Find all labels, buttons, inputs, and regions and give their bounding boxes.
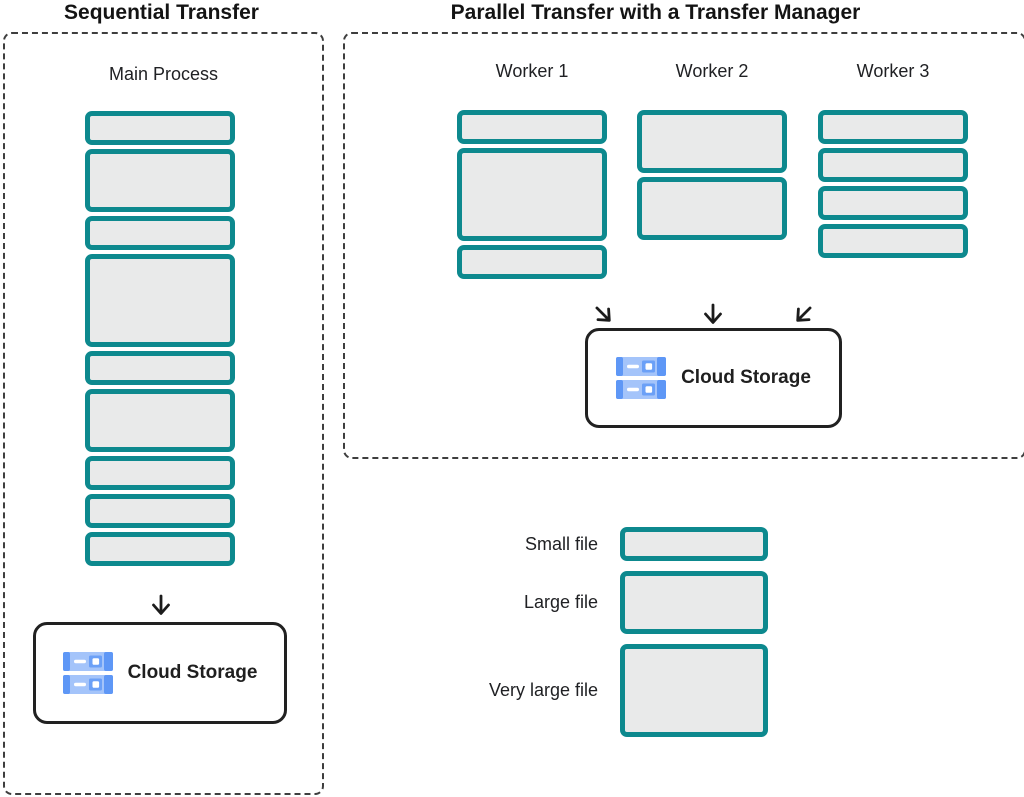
down-left-arrow-icon [785,297,822,334]
file-block-xlarge [85,254,235,347]
file-block-small [818,110,968,144]
file-block-large [85,149,235,212]
worker-1-file-queue [457,110,607,279]
file-block-large [85,389,235,452]
legend-row-large-file: Large file [430,571,770,634]
file-block-small [85,351,235,385]
cloud-storage-label: Cloud Storage [681,367,811,388]
file-block-small [620,527,768,561]
cloud-storage-icon [616,357,667,399]
sequential-panel: Main Process [3,32,324,795]
worker-2-file-queue [637,110,787,240]
down-right-arrow-icon [586,297,623,334]
file-size-legend: Small file Large file Very large file [430,527,770,737]
sequential-cloud-storage-box: Cloud Storage [33,622,287,724]
cloud-storage-icon [62,652,113,694]
worker-3-column: Worker 3 [818,60,968,258]
legend-row-very-large-file: Very large file [430,644,770,737]
large-file-sample [620,571,768,634]
very-large-file-sample [620,644,768,737]
small-file-label: Small file [524,533,598,554]
file-block-small [457,110,607,144]
worker-2-column: Worker 2 [637,60,787,240]
file-block-small [818,224,968,258]
worker-1-column: Worker 1 [457,60,607,279]
file-block-large [637,110,787,173]
file-block-small [85,111,235,145]
parallel-transfer-title: Parallel Transfer with a Transfer Manage… [450,1,861,24]
large-file-label: Large file [523,592,598,612]
worker-1-label: Worker 1 [495,61,569,81]
file-block-small [85,532,235,566]
legend-row-small-file: Small file [430,527,770,561]
worker-2-label: Worker 2 [675,61,749,81]
parallel-cloud-storage-box: Cloud Storage [585,328,842,428]
file-block-small [85,456,235,490]
main-process-label: Main Process [108,64,219,84]
worker-3-file-queue [818,110,968,258]
parallel-panel: Worker 1 Worker 2 Worker 3 [343,32,1024,459]
worker-3-label: Worker 3 [856,61,930,81]
file-block-large [620,571,768,634]
file-block-small [85,216,235,250]
down-arrow-icon [148,593,174,619]
file-block-large [637,177,787,240]
down-arrow-icon [700,302,726,328]
cloud-storage-label: Cloud Storage [127,662,258,683]
sequential-transfer-title: Sequential Transfer [64,1,259,24]
file-block-xlarge [620,644,768,737]
small-file-sample [620,527,768,561]
sequential-file-queue [85,111,235,566]
file-block-xlarge [457,148,607,241]
very-large-file-label: Very large file [488,680,598,700]
file-block-small [457,245,607,279]
file-block-small [85,494,235,528]
file-block-small [818,148,968,182]
file-block-small [818,186,968,220]
